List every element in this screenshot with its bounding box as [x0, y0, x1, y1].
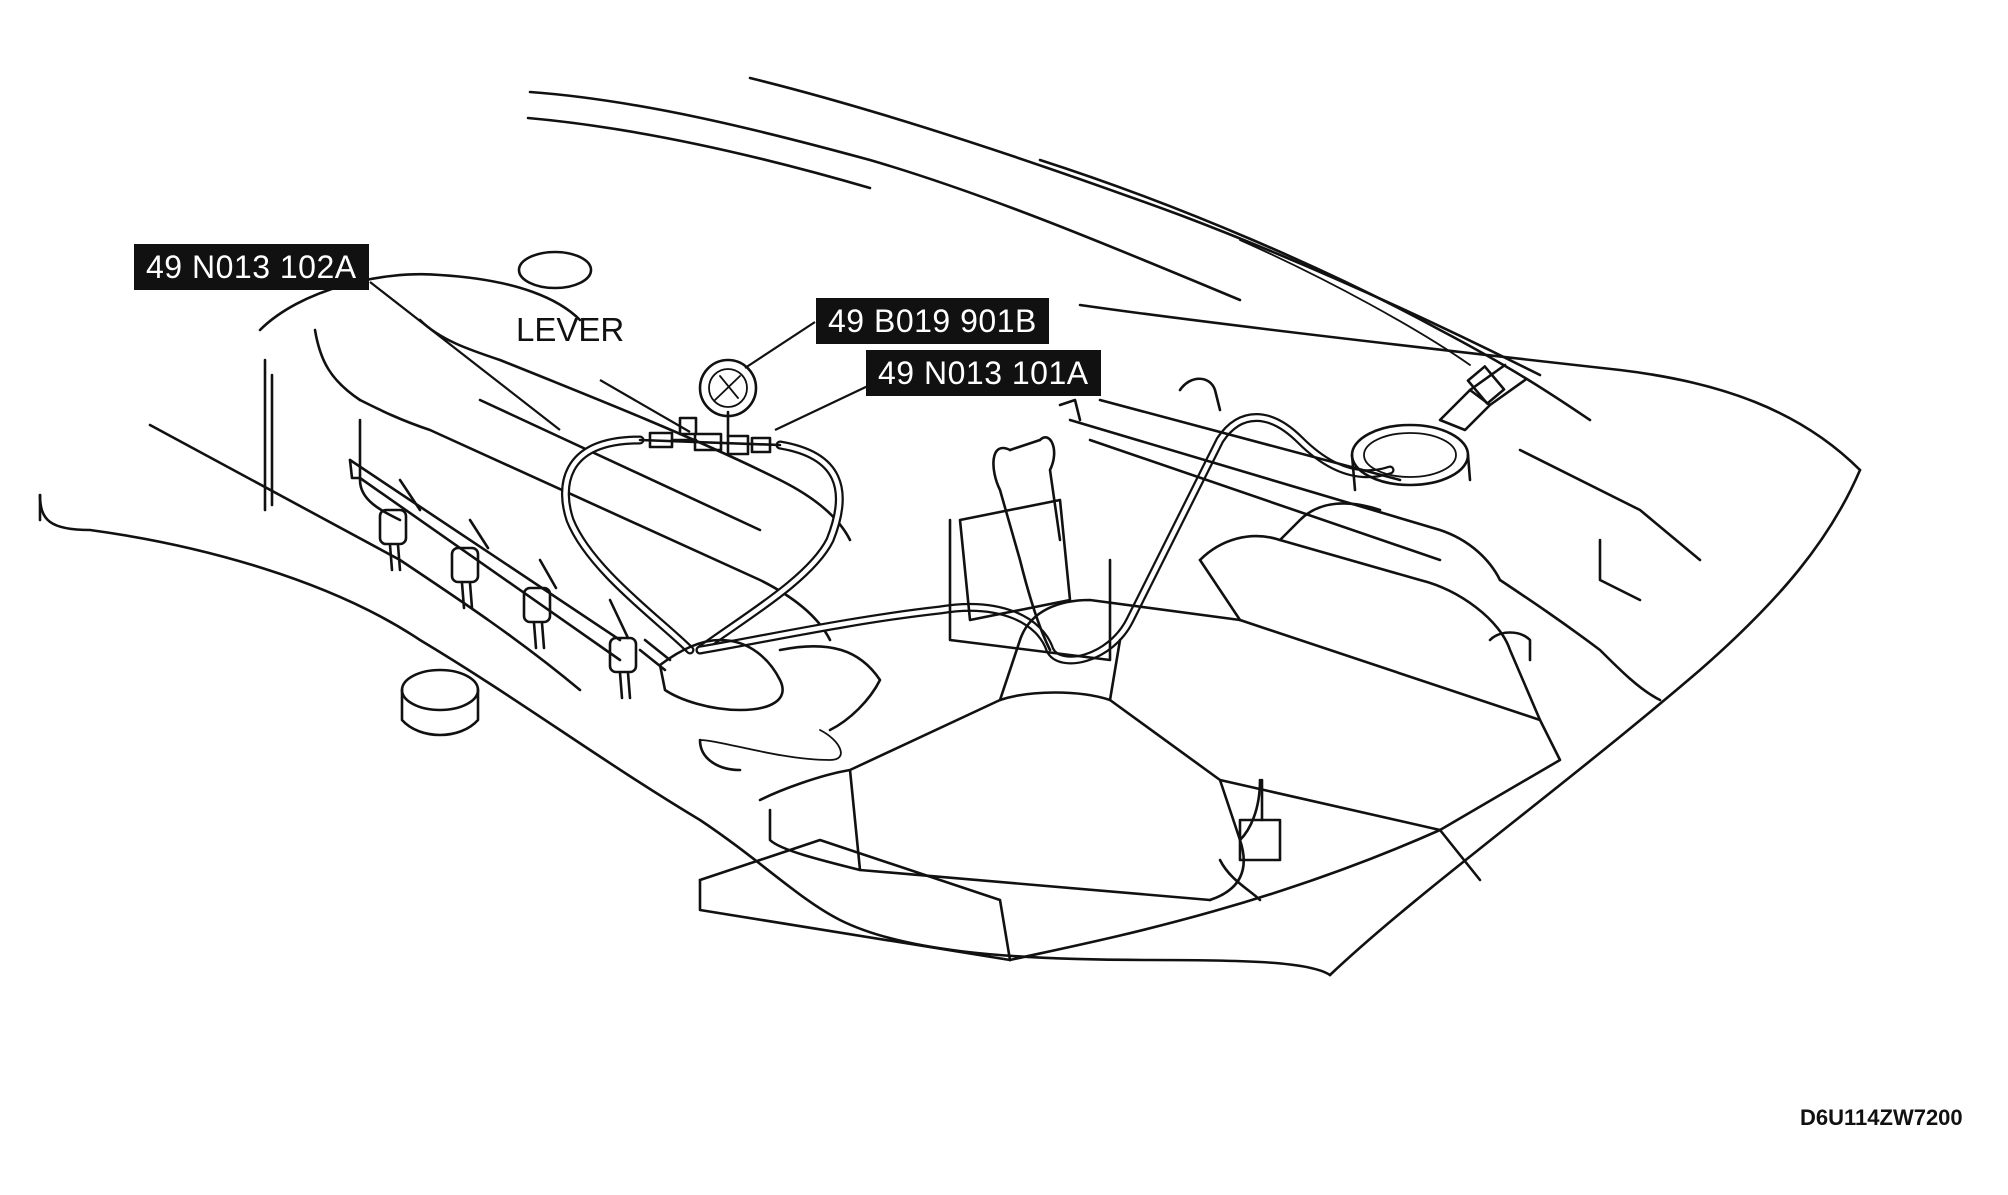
fender-outline [38, 250, 1332, 977]
strut-tower [1350, 363, 1702, 702]
leader-lines [369, 281, 871, 433]
hood-outline [526, 76, 1862, 472]
figure-code: D6U114ZW7200 [1800, 1105, 1963, 1130]
callout-lever: LEVER [516, 311, 625, 348]
callout-adapter: 49 N013 101A [866, 350, 1101, 396]
leader-lever [599, 379, 691, 433]
leader-gauge [744, 321, 816, 369]
callout-gauge: 49 B019 901B [816, 298, 1049, 344]
leader-adapter [774, 384, 871, 431]
quick-connector [638, 638, 882, 772]
pressure-gauge-assembly [638, 358, 782, 456]
callout-hose-upper: 49 N013 102A [134, 244, 369, 290]
fuel-injectors [348, 458, 638, 700]
battery-and-duct [948, 377, 1502, 662]
air-cleaner-box [698, 502, 1562, 962]
fuel-hoses [561, 413, 1395, 665]
leader-hose-upper [369, 281, 561, 431]
lower-frame [1008, 468, 1862, 977]
engine-head-cover [358, 318, 852, 642]
